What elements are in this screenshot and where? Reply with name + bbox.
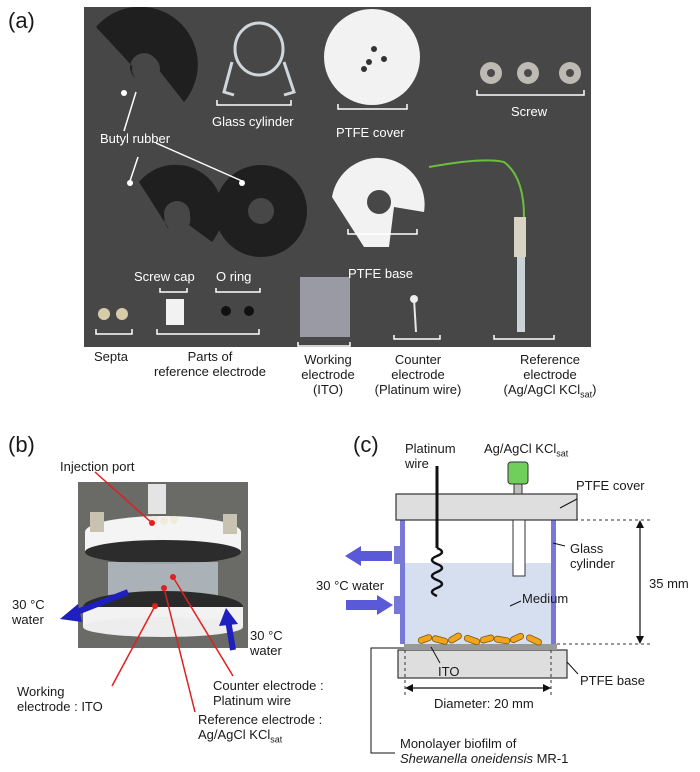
label-water-c: 30 °C water [316, 578, 385, 593]
screws-photo [480, 62, 581, 84]
ptfe-cover-photo [324, 9, 420, 105]
label-o-ring: O ring [216, 269, 252, 284]
biofilm-leader [370, 647, 404, 754]
label-butyl-rubber: Butyl rubber [100, 131, 171, 146]
label-platinum-wire: Platinum wire [405, 441, 456, 471]
reference-wire-photo [428, 159, 525, 218]
label-injection-port: Injection port [60, 459, 135, 474]
ito-plate [404, 644, 557, 650]
caption-working-electrode: Working electrode (ITO) [301, 352, 355, 397]
label-agcl-electrode: Ag/AgCl KClsat [484, 441, 569, 459]
water-in-arrow-c [346, 595, 393, 615]
caption-septa: Septa [94, 349, 128, 364]
butyl-rubber-hole-1 [132, 55, 160, 83]
ito-photo [300, 277, 350, 337]
label-diameter: Diameter: 20 mm [434, 696, 534, 711]
label-water-right: 30 °C water [250, 628, 283, 658]
label-biofilm: Monolayer biofilm of Shewanella oneidens… [400, 736, 569, 766]
label-glass-cylinder: Glass cylinder [212, 114, 294, 129]
panel-label-b: (b) [8, 432, 35, 457]
label-water-left: 30 °C water [12, 597, 45, 627]
ag-electrode-body [512, 519, 526, 577]
ptfe-cover-block [395, 493, 578, 521]
label-working-electrode-b: Working electrode : ITO [17, 684, 103, 714]
panel-label-c: (c) [353, 432, 379, 457]
label-ptfe-cover: PTFE cover [336, 125, 405, 140]
label-reference-electrode-b: Reference electrode : Ag/AgCl KClsat [198, 712, 323, 745]
label-glass-cylinder-c: Glass cylinder [570, 541, 615, 571]
medium-fill [404, 563, 552, 644]
caption-parts-reference: Parts of reference electrode [153, 349, 266, 379]
reference-electrode-photo [514, 217, 526, 257]
glass-cylinder-photo [222, 21, 296, 97]
label-screw: Screw [511, 104, 548, 119]
label-ptfe-base: PTFE base [348, 266, 414, 281]
bacteria-biofilm [417, 632, 542, 646]
platinum-coil [430, 546, 444, 598]
ptfe-base-block [397, 649, 568, 679]
glass-wall-left [400, 520, 405, 644]
components-photo: Butyl rubber Glass cylinder PTFE cover S… [84, 7, 591, 347]
components-photo-art [95, 7, 585, 347]
label-screw-cap: Screw cap [134, 269, 195, 284]
label-ptfe-cover-c: PTFE cover [576, 478, 645, 493]
water-out-arrow-c [345, 546, 392, 566]
label-ito: ITO [438, 664, 460, 679]
label-height: 35 mm [649, 576, 689, 591]
caption-reference-electrode: Reference electrode (Ag/AgCl KClsat) [503, 352, 597, 400]
screw-cap-photo [166, 299, 184, 325]
butyl-rubber-disc-1 [96, 7, 198, 102]
label-counter-electrode-b: Counter electrode : Platinum wire [213, 678, 324, 708]
caption-counter-electrode: Counter electrode (Platinum wire) [374, 352, 462, 397]
glass-wall-right [551, 520, 556, 644]
panel-label-a: (a) [8, 8, 35, 33]
label-ptfe-base-c: PTFE base [580, 673, 646, 688]
label-medium: Medium [522, 591, 569, 606]
ag-electrode-cap [507, 461, 529, 485]
